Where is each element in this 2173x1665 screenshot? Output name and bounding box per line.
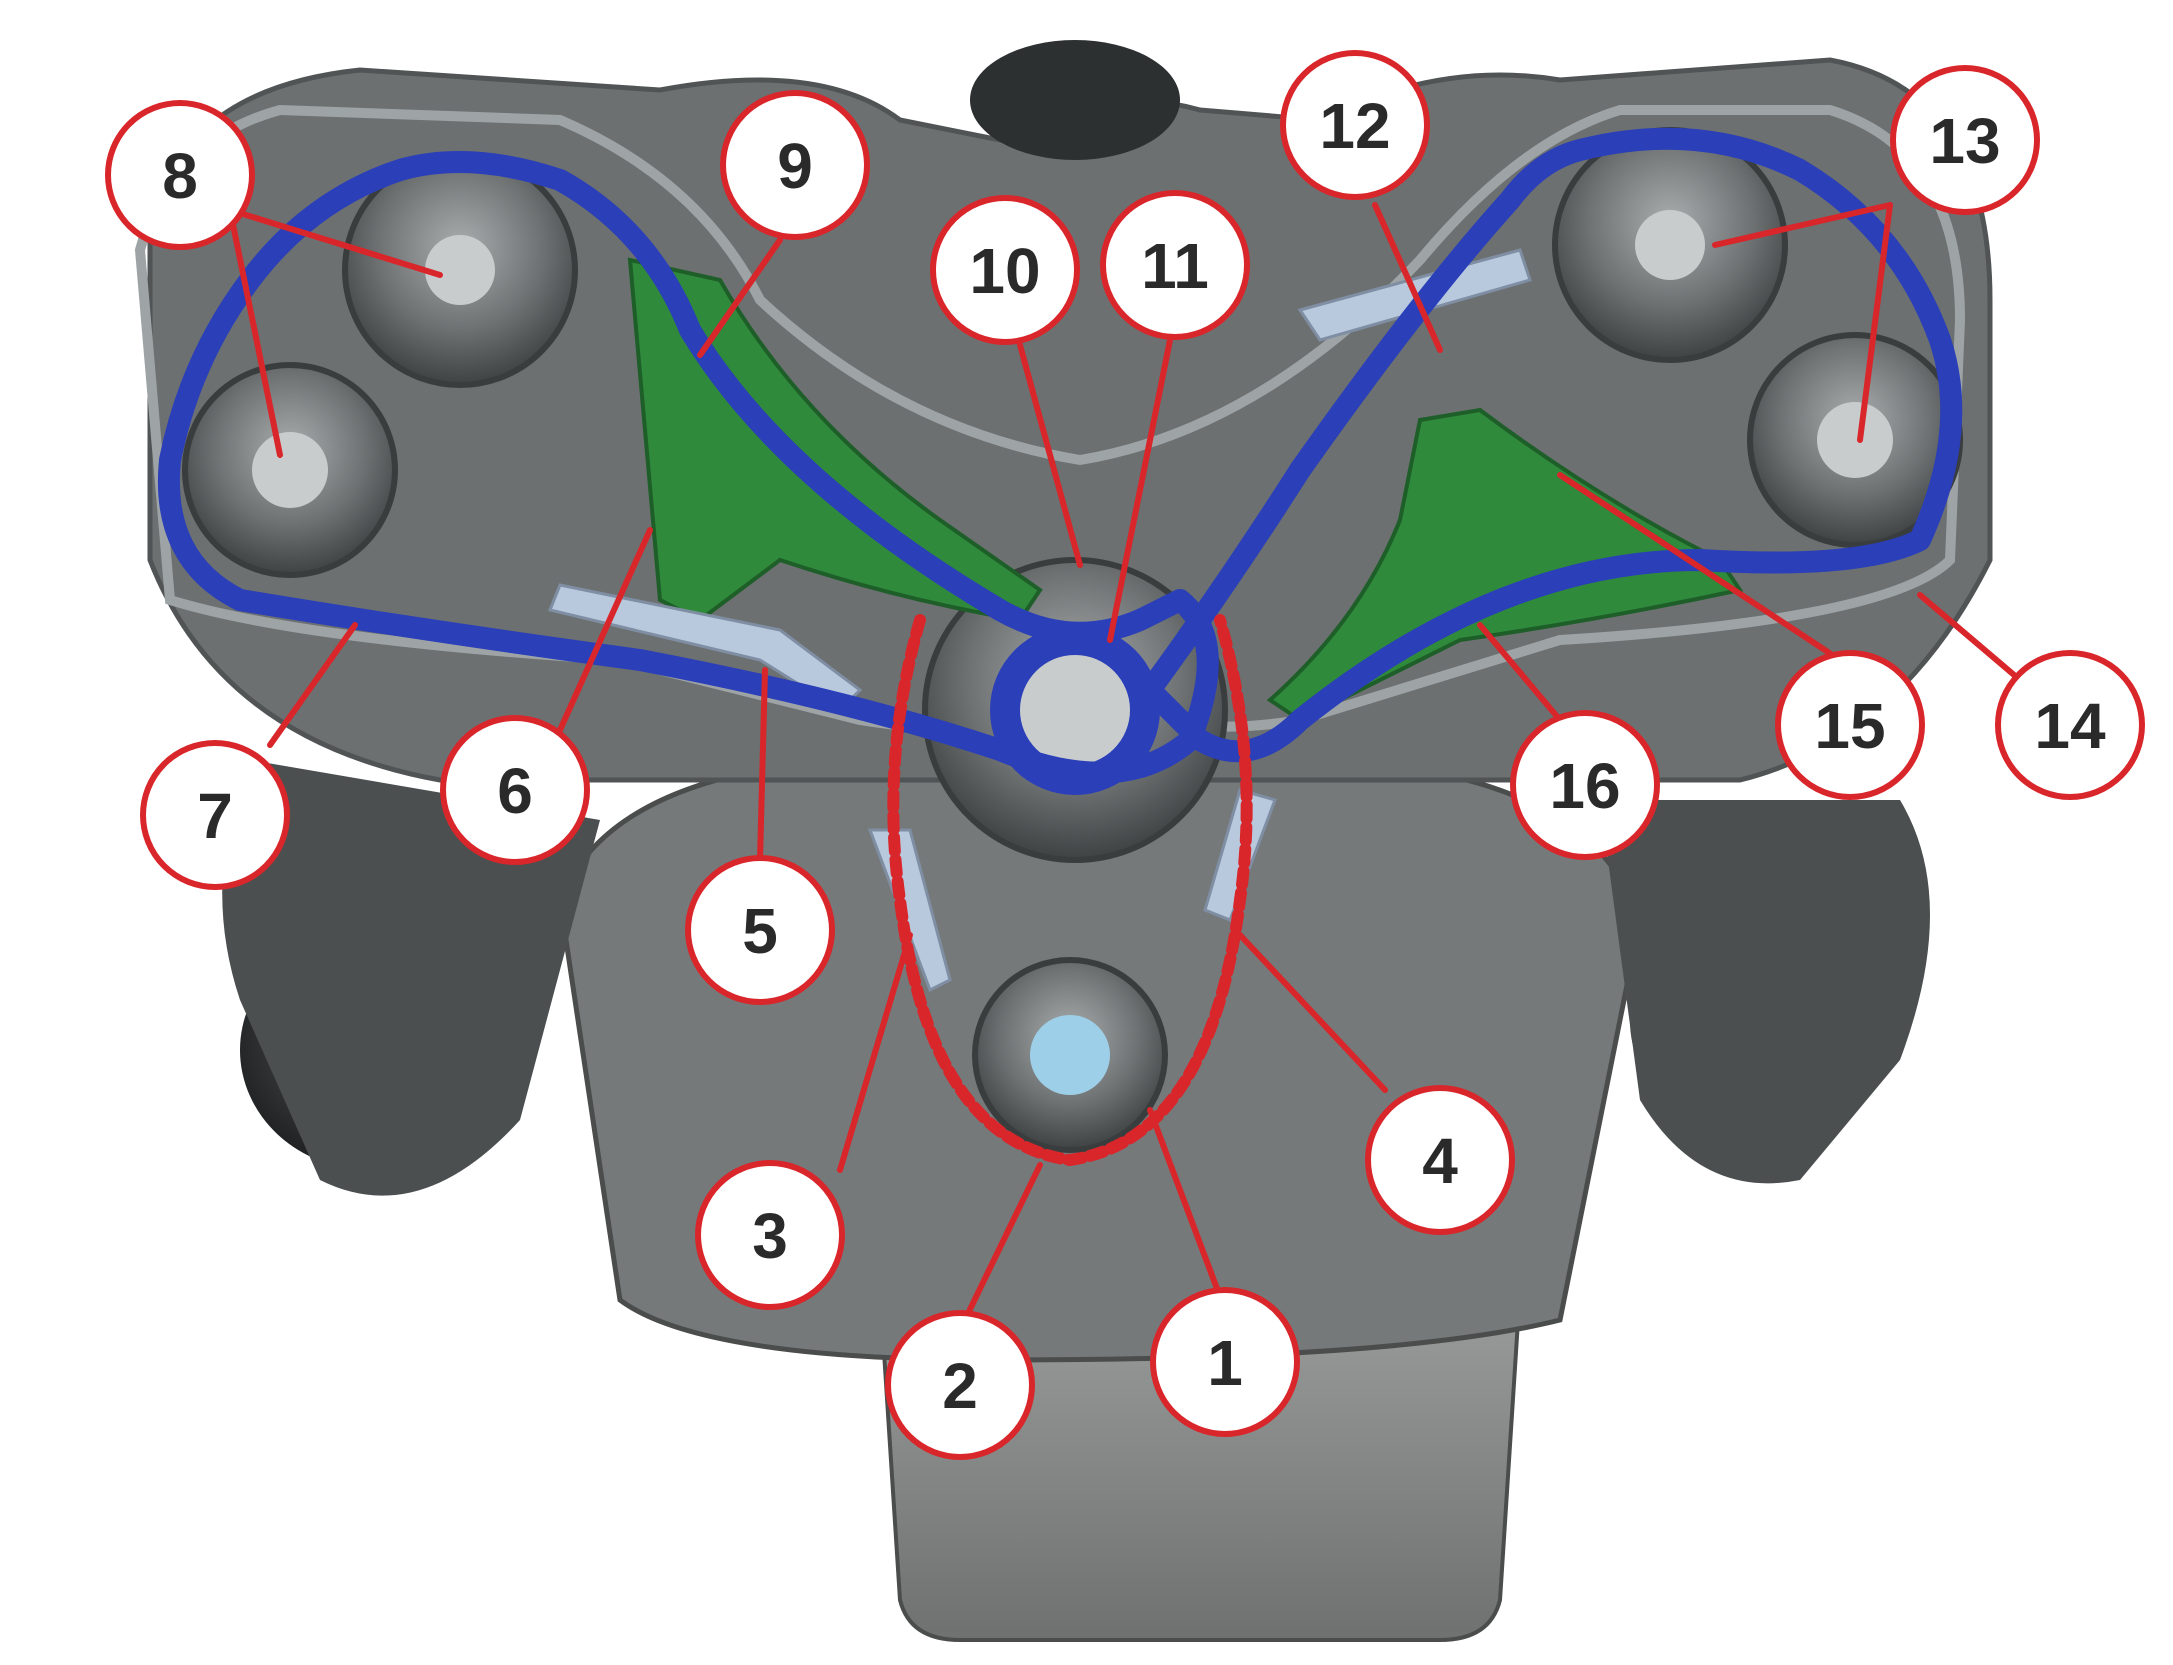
leader-8a [227, 207, 443, 278]
callout-6: 6 [440, 715, 590, 865]
left-chain-guide [627, 257, 1043, 623]
callouts: 1 2 3 4 5 6 7 8 [105, 50, 2145, 1460]
leader-11 [1107, 337, 1173, 643]
callout-3: 3 [695, 1160, 845, 1310]
leader-1 [1147, 1107, 1228, 1313]
callout-7: 7 [140, 740, 290, 890]
leader-12 [1372, 202, 1443, 353]
leader-2 [957, 1162, 1043, 1333]
leader-13b [1857, 202, 1893, 443]
callout-8: 8 [105, 100, 255, 250]
leader-16 [1477, 622, 1563, 723]
leader-6 [557, 527, 653, 733]
callout-12: 12 [1280, 50, 1430, 200]
callout-3-label: 3 [752, 1200, 788, 1272]
callout-9: 9 [720, 90, 870, 240]
callout-6-label: 6 [497, 755, 533, 827]
sprockets [182, 127, 1963, 1153]
callout-13-label: 13 [1929, 105, 2000, 177]
callout-1-label: 1 [1207, 1327, 1243, 1399]
leader-13a [1712, 202, 1893, 248]
leader-7 [267, 622, 358, 748]
callout-1: 1 [1150, 1287, 1300, 1437]
callout-2-label: 2 [942, 1350, 978, 1422]
callout-7-label: 7 [197, 780, 233, 852]
callout-14: 14 [1995, 650, 2145, 800]
callout-14-label: 14 [2034, 690, 2106, 762]
leader-9 [697, 237, 783, 358]
callout-4-label: 4 [1422, 1125, 1458, 1197]
leader-4 [1237, 932, 1388, 1093]
top-cylinder [970, 40, 1180, 160]
leader-14 [1917, 592, 2023, 683]
callout-15: 15 [1775, 650, 1925, 800]
callout-9-label: 9 [777, 130, 813, 202]
callout-12-label: 12 [1319, 90, 1390, 162]
leader-3 [837, 932, 913, 1173]
callout-2: 2 [885, 1310, 1035, 1460]
callout-10: 10 [930, 195, 1080, 345]
callout-5-label: 5 [742, 895, 778, 967]
callout-5: 5 [685, 855, 835, 1005]
callout-16: 16 [1510, 710, 1660, 860]
crank-sprocket-hub [1030, 1015, 1110, 1095]
leader-10 [1017, 342, 1083, 568]
callout-10-label: 10 [969, 235, 1040, 307]
left-accessory [222, 760, 600, 1196]
right-accessory [1600, 800, 1930, 1184]
left-secondary-chain [157, 151, 1219, 784]
right-lower-cam-hub [1817, 402, 1893, 478]
callout-11: 11 [1100, 190, 1250, 340]
callout-4: 4 [1365, 1085, 1515, 1235]
callout-16-label: 16 [1549, 750, 1620, 822]
primary-chain [887, 614, 1253, 1166]
chain-guides [627, 257, 1744, 723]
leader-15 [1557, 472, 1843, 663]
oil-pan [877, 1288, 1523, 1642]
callout-11-label: 11 [1141, 230, 1209, 302]
right-upper-cam-hub [1635, 210, 1705, 280]
callout-13: 13 [1890, 65, 2040, 215]
callout-leaders [227, 202, 2023, 1333]
callout-8-label: 8 [162, 140, 198, 212]
left-upper-cam-hub [425, 235, 495, 305]
intermediate-sprocket-hub [1020, 655, 1130, 765]
right-chain-guide [1266, 407, 1744, 723]
leader-8b [227, 207, 283, 458]
left-lower-cam-hub [252, 432, 328, 508]
leader-5 [757, 667, 768, 863]
callout-15-label: 15 [1814, 690, 1885, 762]
